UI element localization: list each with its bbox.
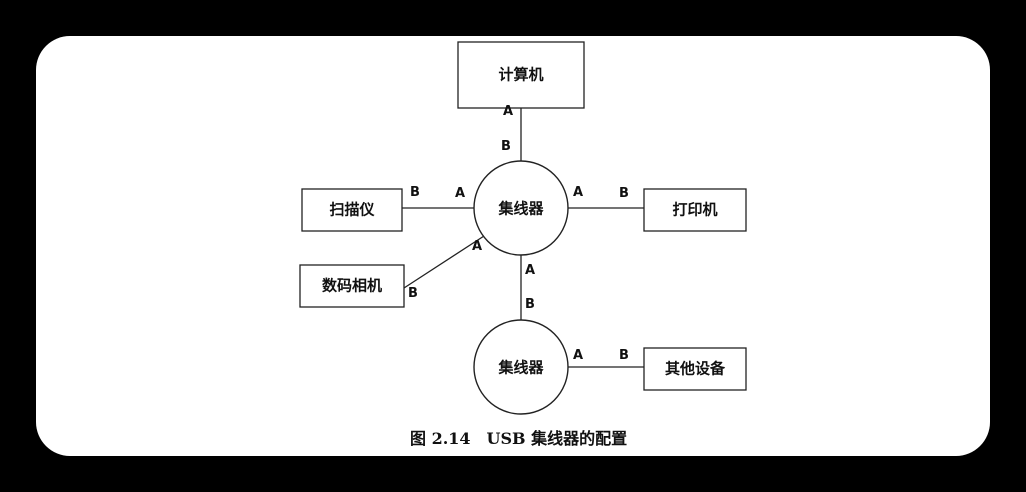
main-hub-label: 集线器 [497, 200, 544, 218]
scanner-port-a: A [455, 186, 465, 201]
scanner-port-b: B [410, 185, 420, 200]
printer-label: 打印机 [672, 201, 717, 219]
secondary-hub-label: 集线器 [497, 359, 544, 377]
diagram-card: 计算机 扫描仪 打印机 数码相机 其他设备 集线器 集线器 A [36, 36, 990, 456]
secondary-hub-node: 集线器 [473, 319, 569, 415]
printer-node: 打印机 [643, 188, 747, 232]
wire-camera-hub [403, 235, 485, 289]
secondary-hub-circle [473, 319, 569, 415]
computer-label: 计算机 [498, 66, 543, 84]
main-hub-node: 集线器 [473, 160, 569, 256]
camera-port-a: A [472, 239, 482, 254]
camera-label: 数码相机 [322, 277, 382, 295]
figure-caption: 图 2.14 USB 集线器的配置 [410, 429, 627, 448]
printer-box [643, 188, 747, 232]
usb-hub-diagram: 计算机 扫描仪 打印机 数码相机 其他设备 集线器 集线器 A [299, 41, 747, 448]
scanner-node: 扫描仪 [301, 188, 403, 232]
camera-box [299, 264, 405, 308]
computer-port-b: B [501, 139, 511, 154]
printer-port-b: B [619, 186, 629, 201]
camera-port-b: B [408, 286, 418, 301]
other-device-label: 其他设备 [665, 360, 726, 378]
other-port-a: A [573, 348, 583, 363]
hub-link-port-b: B [525, 297, 535, 312]
scanner-box [301, 188, 403, 232]
scanner-label: 扫描仪 [329, 201, 375, 219]
computer-box [457, 41, 585, 109]
other-device-box [643, 347, 747, 391]
other-device-node: 其他设备 [643, 347, 747, 391]
other-port-b: B [619, 348, 629, 363]
printer-port-a: A [573, 185, 583, 200]
computer-port-a: A [503, 104, 513, 119]
hub-link-port-a: A [525, 263, 535, 278]
camera-node: 数码相机 [299, 264, 405, 308]
computer-node: 计算机 [457, 41, 585, 109]
main-hub-circle [473, 160, 569, 256]
